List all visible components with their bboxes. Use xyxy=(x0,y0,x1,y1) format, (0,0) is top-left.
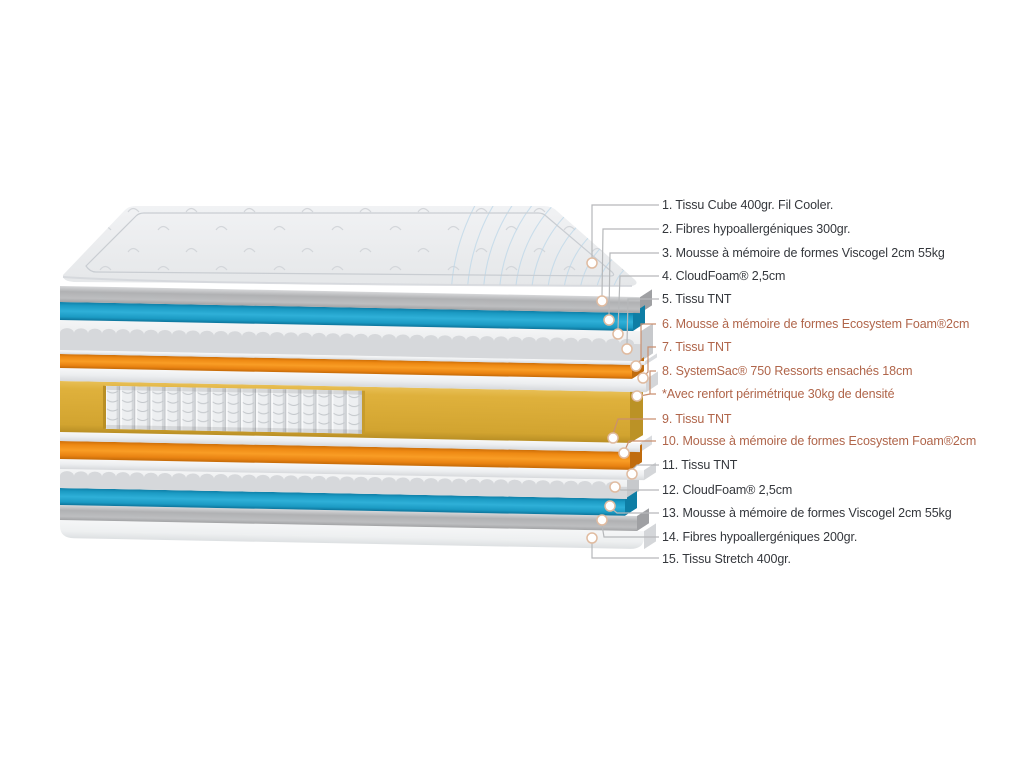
callout-label-9: 9. Tissu TNT xyxy=(662,412,732,426)
callout-label-15: 15. Tissu Stretch 400gr. xyxy=(662,552,791,566)
layer-11-tissu-tnt xyxy=(60,458,644,481)
layer-8-systemsac-springs xyxy=(60,380,630,443)
callout-label-8: 8. SystemSac® 750 Ressorts ensachés 18cm xyxy=(662,364,913,378)
layer-5-tissu-tnt xyxy=(60,349,645,366)
callout-label-2: 2. Fibres hypoallergéniques 300gr. xyxy=(662,222,851,236)
callout-label-13: 13. Mousse à mémoire de formes Viscogel … xyxy=(662,506,952,520)
layer-13-viscogel xyxy=(60,487,625,516)
layer-15-tissu-stretch xyxy=(60,519,644,549)
callout-label-3: 3. Mousse à mémoire de formes Viscogel 2… xyxy=(662,246,945,260)
layer-14-fibres xyxy=(60,504,637,532)
stitch-border xyxy=(85,212,615,277)
layer-4-scallop-texture xyxy=(60,328,641,362)
callout-dots xyxy=(586,257,649,544)
layer-2-fibres xyxy=(60,285,640,314)
callout-label-8-note: *Avec renfort périmétrique 30kg de densi… xyxy=(662,387,895,401)
callout-label-4: 4. CloudFoam® 2,5cm xyxy=(662,269,786,283)
callout-label-7: 7. Tissu TNT xyxy=(662,340,732,354)
callout-label-10: 10. Mousse à mémoire de formes Ecosystem… xyxy=(662,434,977,448)
layer-stack xyxy=(60,285,658,550)
callout-label-12: 12. CloudFoam® 2,5cm xyxy=(662,483,793,497)
callout-label-5: 5. Tissu TNT xyxy=(662,292,732,306)
layer-10-ecosystem-foam xyxy=(60,440,630,470)
callout-label-11: 11. Tissu TNT xyxy=(662,458,738,472)
layer-12-scallop-texture xyxy=(60,471,627,499)
callout-label-1: 1. Tissu Cube 400gr. Fil Cooler. xyxy=(662,198,834,212)
callout-label-6: 6. Mousse à mémoire de formes Ecosystem … xyxy=(662,317,970,331)
layer-6-ecosystem-foam xyxy=(60,353,632,379)
layer-7-tissu-tnt xyxy=(60,367,646,393)
layer-3-viscogel xyxy=(60,301,633,331)
quilt-pattern xyxy=(62,206,637,286)
layer-1-quilted-top xyxy=(62,206,637,287)
layer-9-tissu-tnt xyxy=(60,431,640,453)
callout-label-14: 14. Fibres hypoallergéniques 200gr. xyxy=(662,530,858,544)
